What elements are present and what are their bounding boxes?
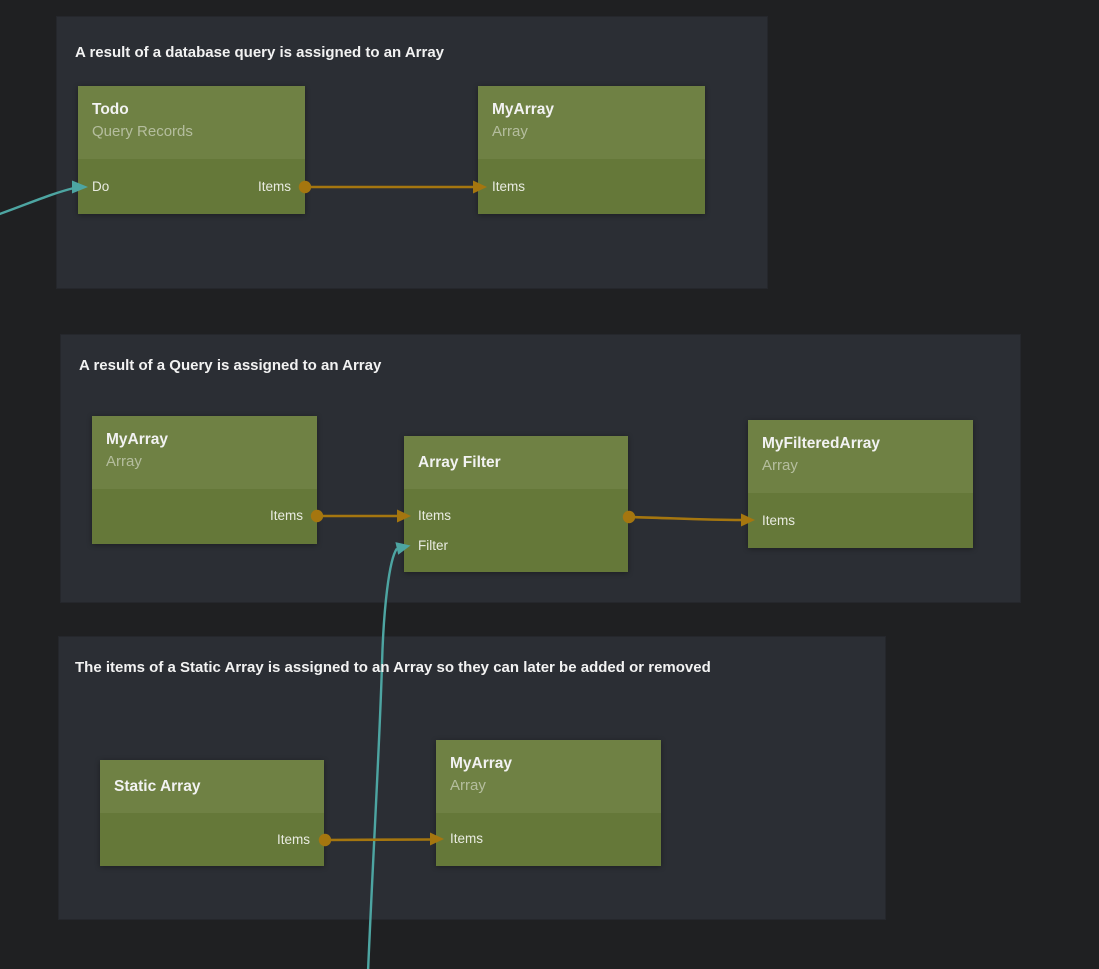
node-title: MyArray <box>450 755 513 772</box>
node-title: MyArray <box>492 101 555 118</box>
port-input-items[interactable]: Items <box>418 508 452 523</box>
port-input-do[interactable]: Do <box>92 179 110 194</box>
node-header: MyFilteredArray Array <box>748 420 973 493</box>
node-subtitle: Array <box>762 457 798 474</box>
node-header: MyArray Array <box>478 86 705 159</box>
node-header: MyArray Array <box>92 416 317 489</box>
node-todo-query-records[interactable]: Todo Query Records Do Items <box>78 86 305 214</box>
port-output-items[interactable]: Items <box>276 832 310 847</box>
node-title: Array Filter <box>418 453 501 471</box>
group-title: The items of a Static Array is assigned … <box>75 659 711 676</box>
node-subtitle: Query Records <box>92 123 193 140</box>
node-array-filter[interactable]: Array Filter Items Filter <box>404 436 628 572</box>
port-input-filter[interactable]: Filter <box>418 538 448 553</box>
group-title: A result of a database query is assigned… <box>75 44 445 61</box>
node-header: Array Filter <box>404 436 628 489</box>
node-title: Todo <box>92 101 129 118</box>
port-input-items[interactable]: Items <box>762 513 796 528</box>
node-subtitle: Array <box>492 123 528 140</box>
node-header: Static Array <box>100 760 324 813</box>
port-output-items[interactable]: Items <box>257 179 291 194</box>
port-input-items[interactable]: Items <box>450 831 484 846</box>
node-header: Todo Query Records <box>78 86 305 159</box>
port-input-items[interactable]: Items <box>492 179 526 194</box>
node-subtitle: Array <box>106 453 142 470</box>
node-myarray-bottom[interactable]: MyArray Array Items <box>436 740 661 866</box>
group-title: A result of a Query is assigned to an Ar… <box>79 357 382 374</box>
node-subtitle: Array <box>450 777 486 794</box>
node-header: MyArray Array <box>436 740 661 813</box>
port-output-items[interactable]: Items <box>269 508 303 523</box>
node-myfilteredarray[interactable]: MyFilteredArray Array Items <box>748 420 973 548</box>
node-title: MyArray <box>106 431 169 448</box>
node-static-array[interactable]: Static Array Items <box>100 760 324 866</box>
node-myarray-top[interactable]: MyArray Array Items <box>478 86 705 214</box>
node-title: Static Array <box>114 777 201 795</box>
node-title: MyFilteredArray <box>762 435 881 452</box>
node-myarray-middle[interactable]: MyArray Array Items <box>92 416 317 544</box>
